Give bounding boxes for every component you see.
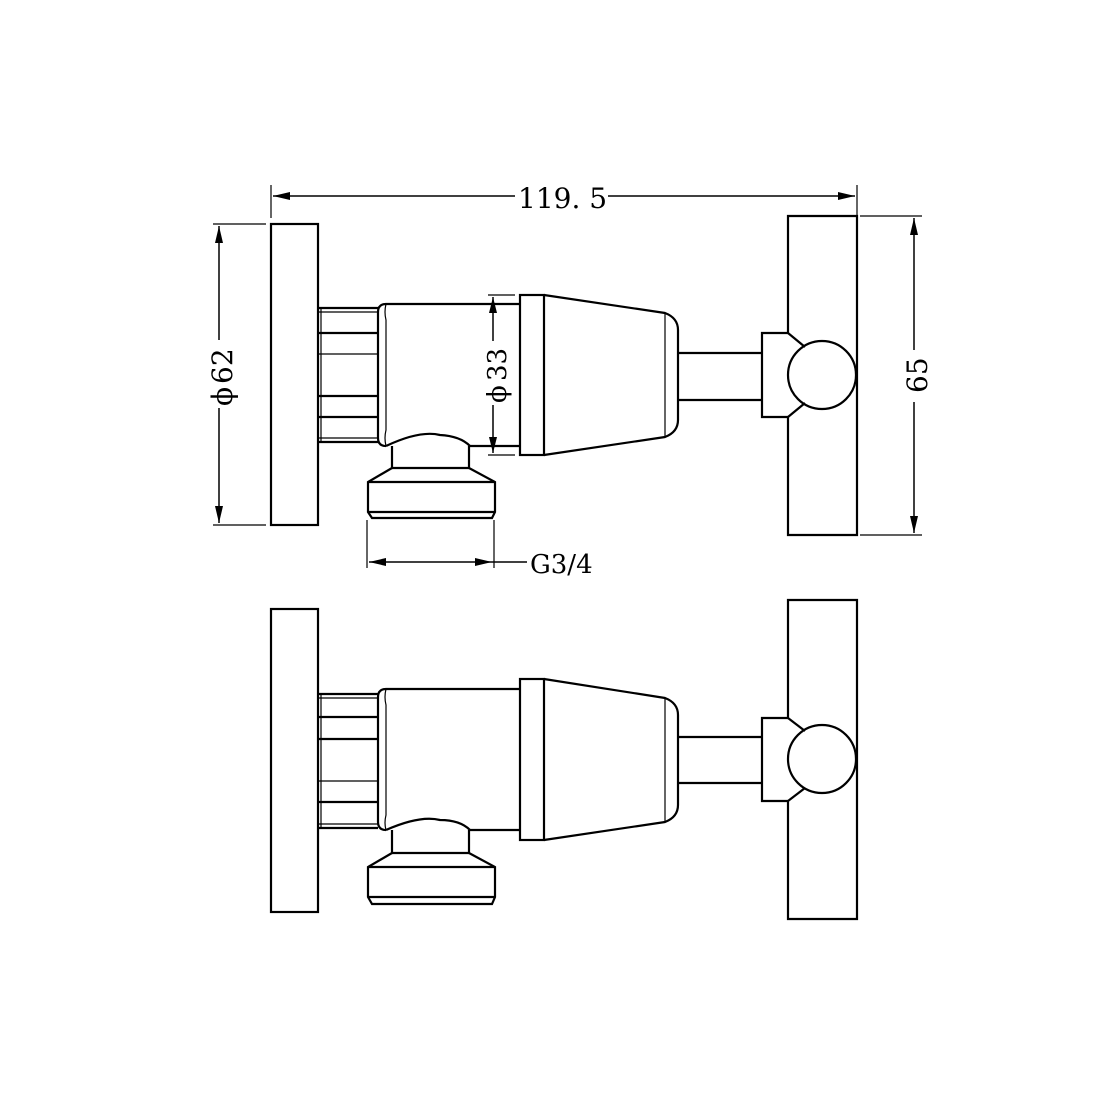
thread-section [318,306,378,444]
dimension-thread-spec: G3/4 [366,520,593,580]
valve-body [376,302,520,448]
dimension-body-diameter: ϕ 33 [483,294,515,456]
valve-body [376,687,520,832]
flange-diameter-label: 62 [206,348,239,384]
handle-hub-circle [786,723,858,795]
handle-cap [518,677,680,842]
thread-spec-label: G3/4 [530,550,593,580]
dimension-flange-diameter: ϕ 62 [206,223,266,526]
body-diameter-label: 33 [483,348,513,381]
top-view: 119. 5 ϕ 62 [206,182,934,580]
body-diameter-symbol: ϕ [483,385,513,403]
cross-handle [760,598,859,921]
flange-diameter-symbol: ϕ [206,387,239,406]
dimension-overall-length: 119. 5 [270,182,858,218]
outlet-nut [366,830,497,906]
handle-cap [518,293,680,457]
thread-section [318,692,378,830]
outlet-nut [366,446,497,520]
cross-handle [760,214,859,537]
overall-length-label: 119. 5 [518,182,607,215]
left-flange-plate [269,607,320,914]
dimension-handle-height: 65 [860,215,934,536]
bottom-view [269,598,859,921]
handle-height-label: 65 [901,357,934,393]
left-flange-plate [269,222,320,527]
handle-hub-circle [786,339,858,411]
